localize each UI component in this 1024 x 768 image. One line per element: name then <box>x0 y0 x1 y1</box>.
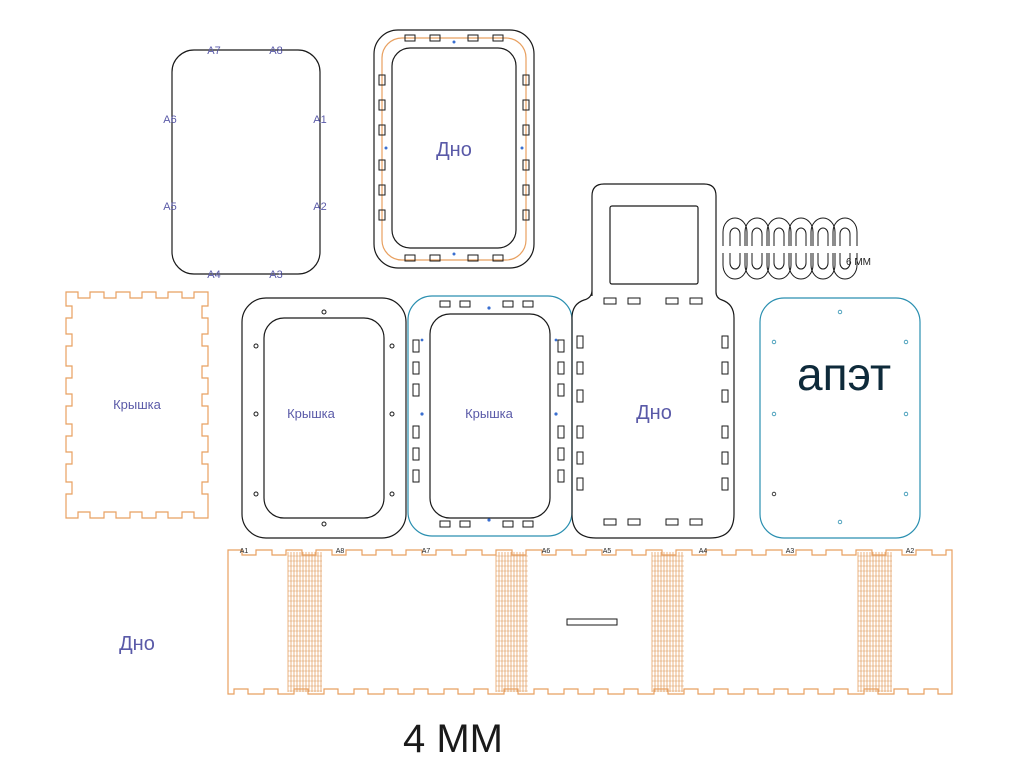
strip-pin-label: A4 <box>699 548 708 555</box>
bottom-handle-piece: Дно <box>571 183 735 539</box>
clip-piece <box>766 217 792 246</box>
strip-pin-label: A2 <box>906 548 915 555</box>
template-piece: A7 A8 A6 A1 A5 A2 A4 A3 <box>163 45 326 281</box>
clip-piece <box>788 253 814 280</box>
piece-label: Дно <box>436 139 472 161</box>
pin-label: A5 <box>163 201 176 213</box>
clip-piece <box>744 253 770 280</box>
living-hinge <box>857 552 892 692</box>
pin-label: A7 <box>207 45 220 57</box>
strip-pin-label: A8 <box>336 548 345 555</box>
pin-label: A1 <box>313 114 326 126</box>
clip-piece <box>810 253 836 280</box>
piece-label: Крышка <box>113 397 162 412</box>
clip-piece <box>788 217 814 246</box>
strip-pin-label: A3 <box>786 548 795 555</box>
clip-piece <box>810 217 836 246</box>
side-label: Дно <box>119 633 155 655</box>
thickness-label: 4 ММ <box>403 717 503 761</box>
piece-label: Крышка <box>465 406 514 421</box>
clips-group <box>722 217 858 280</box>
living-hinge <box>651 552 684 692</box>
strip-pin-label: A6 <box>542 548 551 555</box>
clip-piece <box>832 217 858 246</box>
clip-piece <box>722 253 748 280</box>
piece-label: Крышка <box>287 406 336 421</box>
pin-label: A2 <box>313 201 326 213</box>
pin-label: A8 <box>269 45 282 57</box>
piece-label: апэт <box>797 348 891 400</box>
pin-label: A6 <box>163 114 176 126</box>
strip-pin-label: A5 <box>603 548 612 555</box>
clips-thickness-label: 6 ММ <box>846 257 871 268</box>
strip-pin-label: A7 <box>422 548 431 555</box>
strip-pin-label: A1 <box>240 548 249 555</box>
side-strip-piece: A1 A8 A7 A6 A5 A4 A3 A2 <box>227 548 953 695</box>
pin-label: A4 <box>207 269 220 281</box>
lid-black-piece: Крышка <box>241 297 407 539</box>
apet-piece: апэт <box>759 297 921 539</box>
piece-label: Дно <box>636 402 672 424</box>
living-hinge <box>287 552 322 692</box>
clip-piece <box>766 253 792 280</box>
lid-orange-piece: Крышка <box>65 291 209 519</box>
clip-piece <box>722 217 748 246</box>
lid-teal-piece: Крышка <box>407 295 573 537</box>
clip-piece <box>744 217 770 246</box>
pin-label: A3 <box>269 269 282 281</box>
clip-piece <box>832 253 858 280</box>
living-hinge <box>495 552 528 692</box>
bottom-piece-top: Дно <box>373 29 535 269</box>
